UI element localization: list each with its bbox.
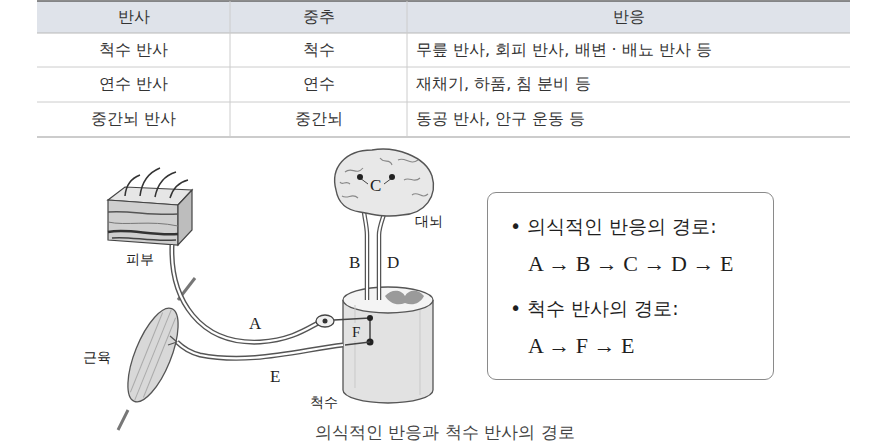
part-letter: C	[368, 176, 383, 196]
table-header-cell: 중추	[230, 1, 407, 33]
table-cell: 재채기, 하품, 침 분비 등	[407, 67, 850, 102]
table-cell: 연수 반사	[37, 67, 230, 102]
table-cell: 무릎 반사, 회피 반사, 배변 · 배뇨 반사 등	[407, 33, 850, 67]
path-letter: B	[349, 253, 360, 273]
path-letter: E	[270, 367, 280, 387]
path-letter: F	[350, 323, 362, 341]
table-cell: 중간뇌	[230, 102, 407, 137]
cell-text: 반사	[118, 7, 150, 28]
cell-text: 중추	[303, 7, 335, 28]
table-header-cell: 반사	[37, 1, 230, 33]
path-letter: D	[387, 253, 399, 273]
path-sequence: A → B → C → D → E	[528, 251, 733, 277]
cell-text: 척수	[303, 40, 335, 61]
cell-text: 연수 반사	[99, 74, 168, 95]
organ-label: 근육	[83, 349, 111, 366]
path-sequence: A → F → E	[528, 333, 634, 359]
table-cell: 중간뇌 반사	[37, 102, 230, 137]
cell-text: 중간뇌	[295, 109, 343, 130]
cell-text: 무릎 반사, 회피 반사, 배변 · 배뇨 반사 등	[416, 40, 712, 61]
organ-label: 척수	[310, 394, 338, 411]
organ-label: 피부	[126, 251, 154, 268]
cell-text: 척수 반사	[99, 40, 168, 61]
path-letter: A	[249, 314, 261, 334]
organ-label: 대뇌	[415, 213, 443, 230]
table-cell: 동공 반사, 안구 운동 등	[407, 102, 850, 137]
path-heading: • 척수 반사의 경로:	[510, 297, 679, 320]
path-summary-box: • 의식적인 반응의 경로: A → B → C → D → E • 척수 반사의 …	[487, 192, 774, 380]
table-cell: 척수	[230, 33, 407, 67]
cell-text: 연수	[303, 74, 335, 95]
cell-text: 재채기, 하품, 침 분비 등	[416, 74, 591, 95]
figure-caption: 의식적인 반응과 척수 반사의 경로	[315, 422, 575, 442]
table-cell: 연수	[230, 67, 407, 102]
cell-text: 반응	[613, 7, 645, 28]
path-heading: • 의식적인 반응의 경로:	[510, 215, 717, 238]
table-cell: 척수 반사	[37, 33, 230, 67]
cell-text: 중간뇌 반사	[91, 109, 176, 130]
table-header-cell: 반응	[407, 1, 850, 33]
cell-text: 동공 반사, 안구 운동 등	[416, 109, 585, 130]
